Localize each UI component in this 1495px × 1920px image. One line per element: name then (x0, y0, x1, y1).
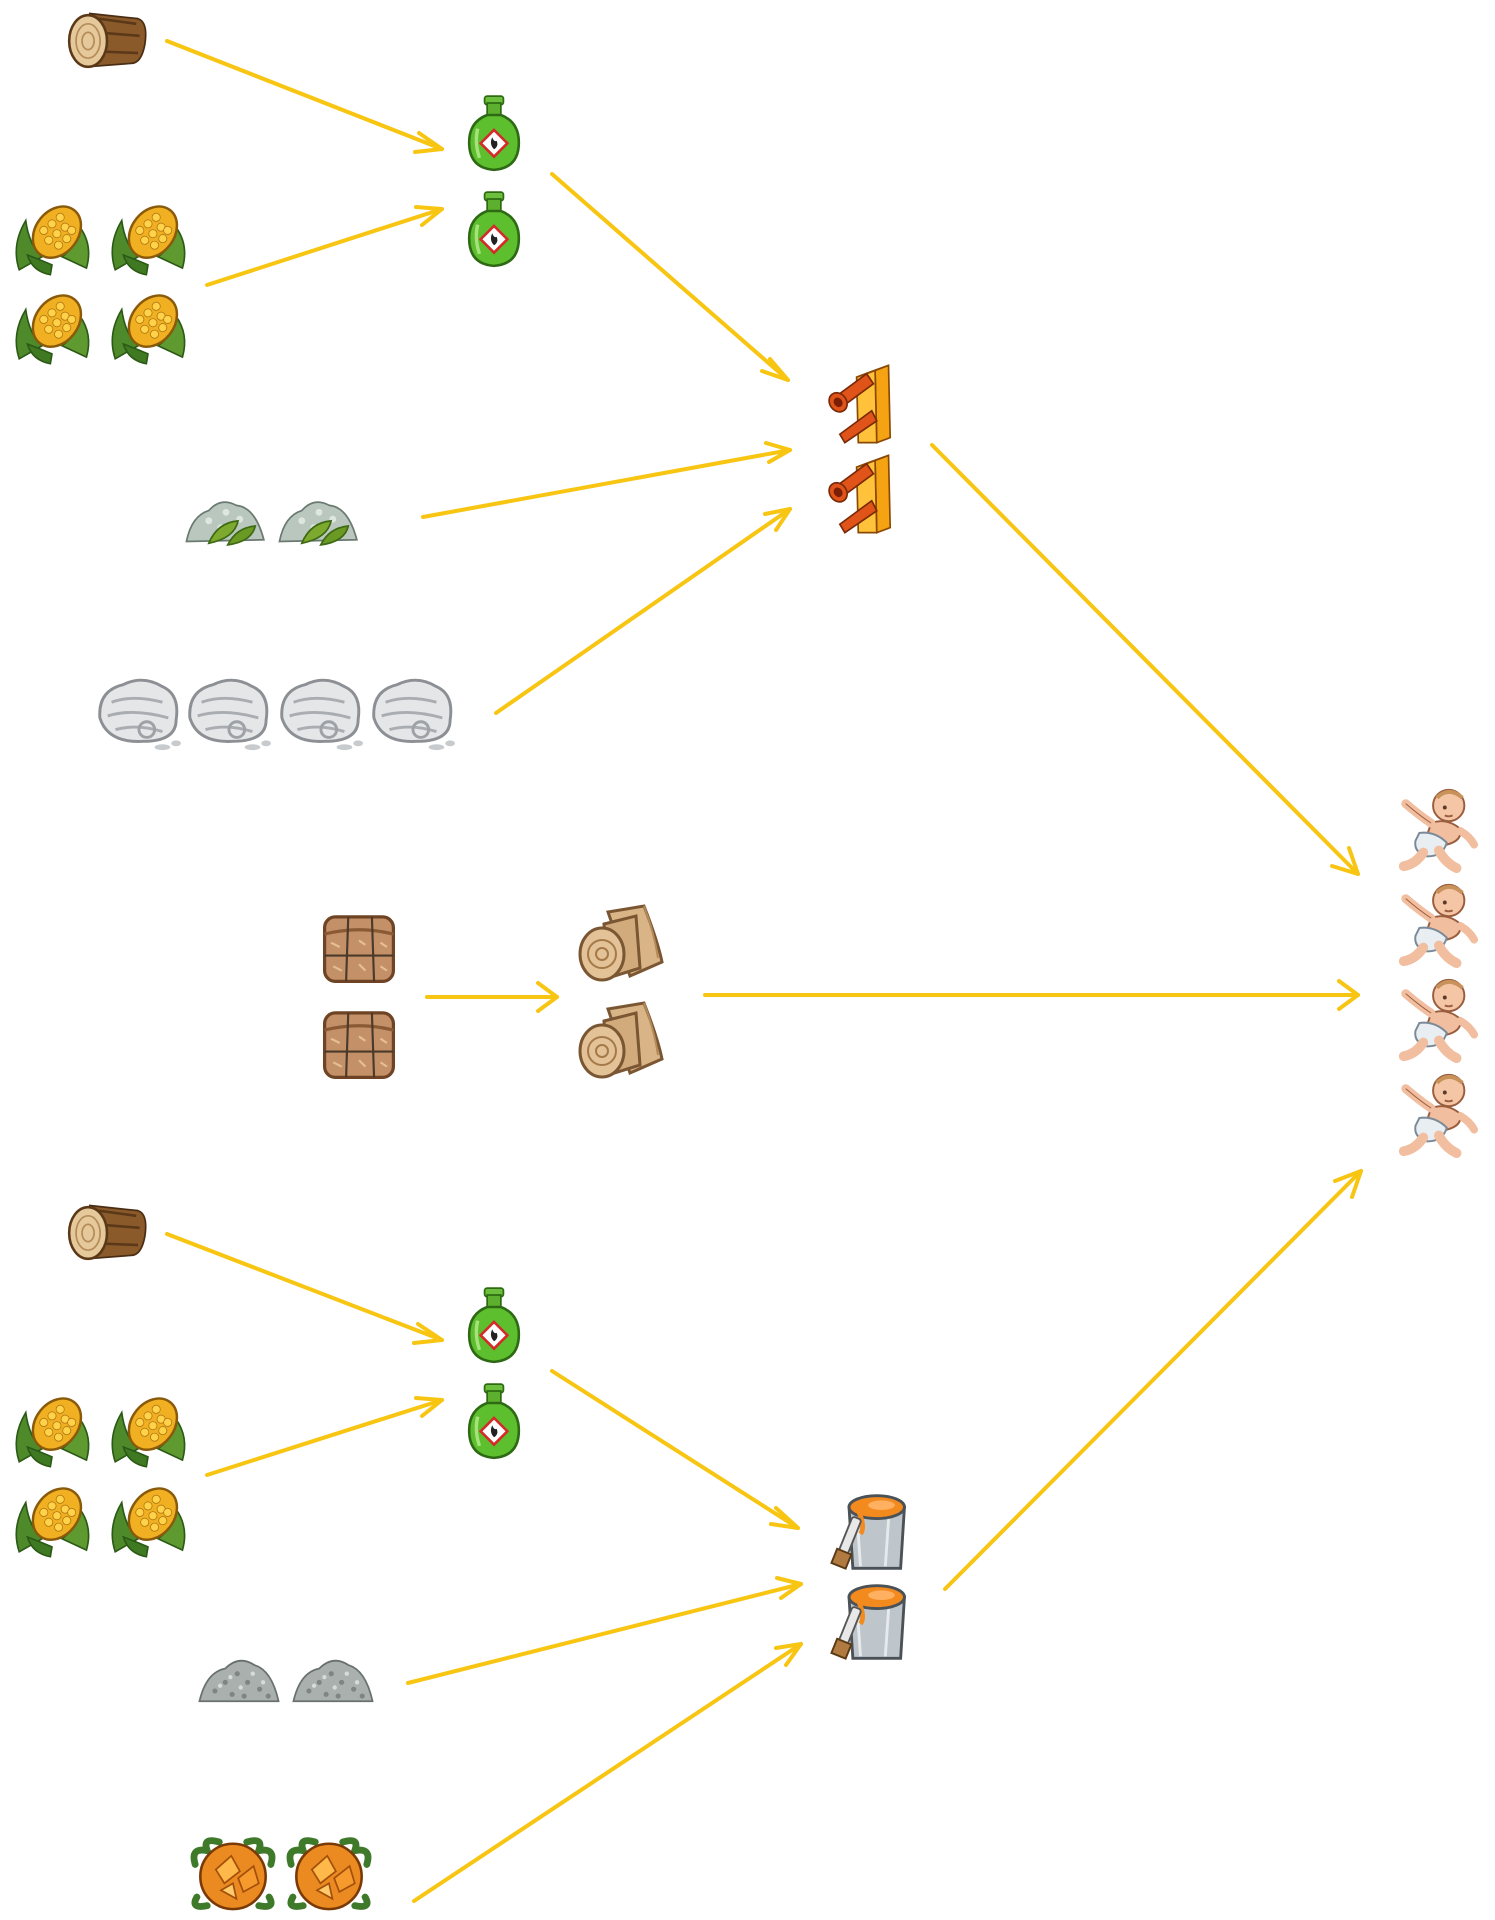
baby-icon (1404, 980, 1474, 1058)
icons-layer (15, 12, 1474, 1909)
corn-icon (15, 1478, 93, 1558)
arrow-ore-to-paint (412, 1642, 803, 1903)
gravel-icon (198, 1659, 280, 1703)
fuel-bottle-icon (467, 190, 521, 268)
corn-icon (111, 1388, 189, 1468)
orange-ore-icon (290, 1841, 368, 1909)
arrow-corn2-to-fuel2 (205, 1396, 444, 1477)
cotton-icon (372, 678, 456, 752)
corn-icon (111, 1478, 189, 1558)
log-icon (67, 1204, 148, 1261)
fuel-bottle-icon (467, 1382, 521, 1460)
gravel-icon (292, 1659, 374, 1703)
fuel-bottle-icon (467, 94, 521, 172)
paint-bucket-icon (831, 1586, 904, 1659)
arrows-layer (165, 39, 1363, 1903)
arrow-cotton-to-plastic (494, 507, 792, 715)
hay-bale-icon (322, 915, 396, 984)
baby-icon (1404, 885, 1474, 963)
arrow-hay-to-fabric (425, 981, 559, 1013)
corn-icon (111, 285, 189, 365)
hay-bale-icon (322, 1011, 396, 1080)
limestone-icon (185, 501, 265, 546)
plastic-parts-icon (824, 364, 892, 444)
arrow-log2-to-fuel2 (165, 1232, 444, 1345)
arrow-corn-to-fuel (205, 205, 444, 287)
corn-icon (111, 196, 189, 276)
arrow-fuel-to-plastic (550, 172, 790, 382)
orange-ore-icon (194, 1841, 272, 1909)
log-icon (67, 12, 148, 69)
corn-icon (15, 285, 93, 365)
fabric-roll-icon (578, 1001, 664, 1079)
baby-icon (1404, 1075, 1474, 1153)
cotton-icon (98, 678, 182, 752)
arrow-fabric-to-baby (703, 979, 1360, 1011)
cotton-icon (280, 678, 364, 752)
baby-icon (1404, 790, 1474, 868)
arrow-limestone-to-plastic (421, 441, 792, 519)
paint-bucket-icon (831, 1496, 904, 1569)
corn-icon (15, 196, 93, 276)
arrow-gravel-to-paint (406, 1576, 803, 1685)
cotton-icon (188, 678, 272, 752)
arrow-plastic-to-baby (930, 443, 1360, 876)
corn-icon (15, 1388, 93, 1468)
fabric-roll-icon (578, 904, 664, 982)
limestone-icon (278, 501, 358, 546)
arrow-paint-to-baby (943, 1169, 1363, 1591)
fuel-bottle-icon (467, 1286, 521, 1364)
arrow-fuel2-to-paint (550, 1369, 800, 1530)
arrow-log-to-fuel (165, 39, 444, 154)
plastic-parts-icon (824, 454, 892, 534)
